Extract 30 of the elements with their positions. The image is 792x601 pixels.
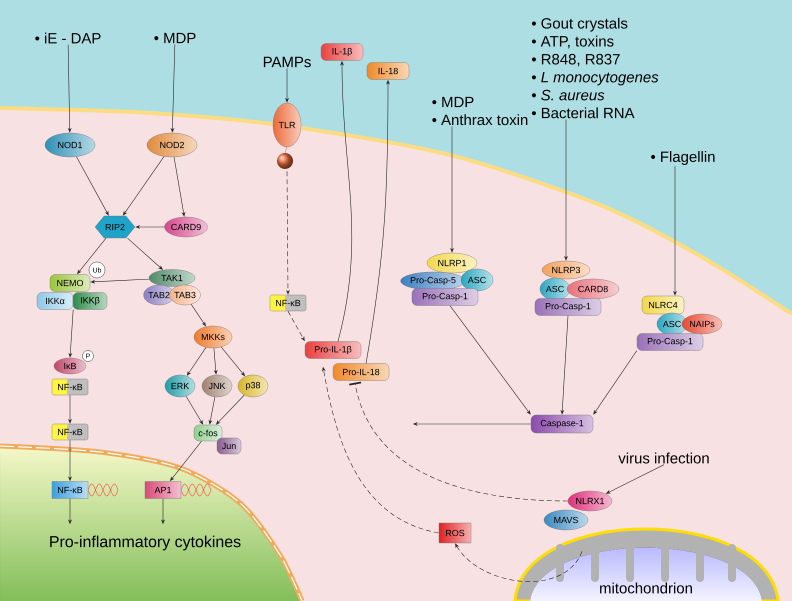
protein-box: NLRC4 xyxy=(642,296,684,314)
protein-box: NEMO xyxy=(50,274,90,292)
mitochondrion-drawing: mitochondrion xyxy=(514,528,780,601)
protein-box: Jun xyxy=(216,438,242,454)
protein-box: AP1 xyxy=(144,481,182,499)
stimulus-label: • iE - DAP xyxy=(35,32,101,44)
stimulus-label: • Flagellin xyxy=(651,151,715,165)
protein-box: Pro-Casp-1 xyxy=(412,288,478,306)
stimulus-label: • MDP xyxy=(154,32,196,44)
protein-box: Pro-IL-1β xyxy=(304,341,362,359)
protein-box: NF-κB xyxy=(52,481,88,499)
arrow xyxy=(186,347,206,376)
protein-box: IKKβ xyxy=(72,292,108,310)
stimulus-label: • Gout crystals • ATP, toxins • R848, R837 • L monocytogenes • S. aureus • Bacterial RNA xyxy=(532,18,658,118)
protein-box: IKKα xyxy=(36,292,74,310)
protein-box: Pro-IL-18 xyxy=(332,363,390,381)
stimulus-label: • MDP • Anthrax toxin xyxy=(432,96,528,126)
protein-box: IL-1β xyxy=(320,43,364,61)
output-label: Pro-inflammatory cytokines xyxy=(50,536,240,550)
stimulus-label: virus infection xyxy=(618,452,709,464)
protein-box: IL-18 xyxy=(366,62,410,80)
receptor-drawing: TLR xyxy=(272,102,302,169)
protein-box: Caspase-1 xyxy=(530,414,594,434)
protein-box: Pro-Casp-1 xyxy=(636,333,704,351)
arrow xyxy=(349,382,568,502)
stimulus-label: PAMPs xyxy=(264,56,311,68)
protein-box: ROS xyxy=(438,522,472,544)
protein-box: c-fos xyxy=(194,424,222,442)
protein-hexagon: RIP2 xyxy=(94,216,136,238)
protein-box: Pro-Casp-1 xyxy=(534,298,602,316)
